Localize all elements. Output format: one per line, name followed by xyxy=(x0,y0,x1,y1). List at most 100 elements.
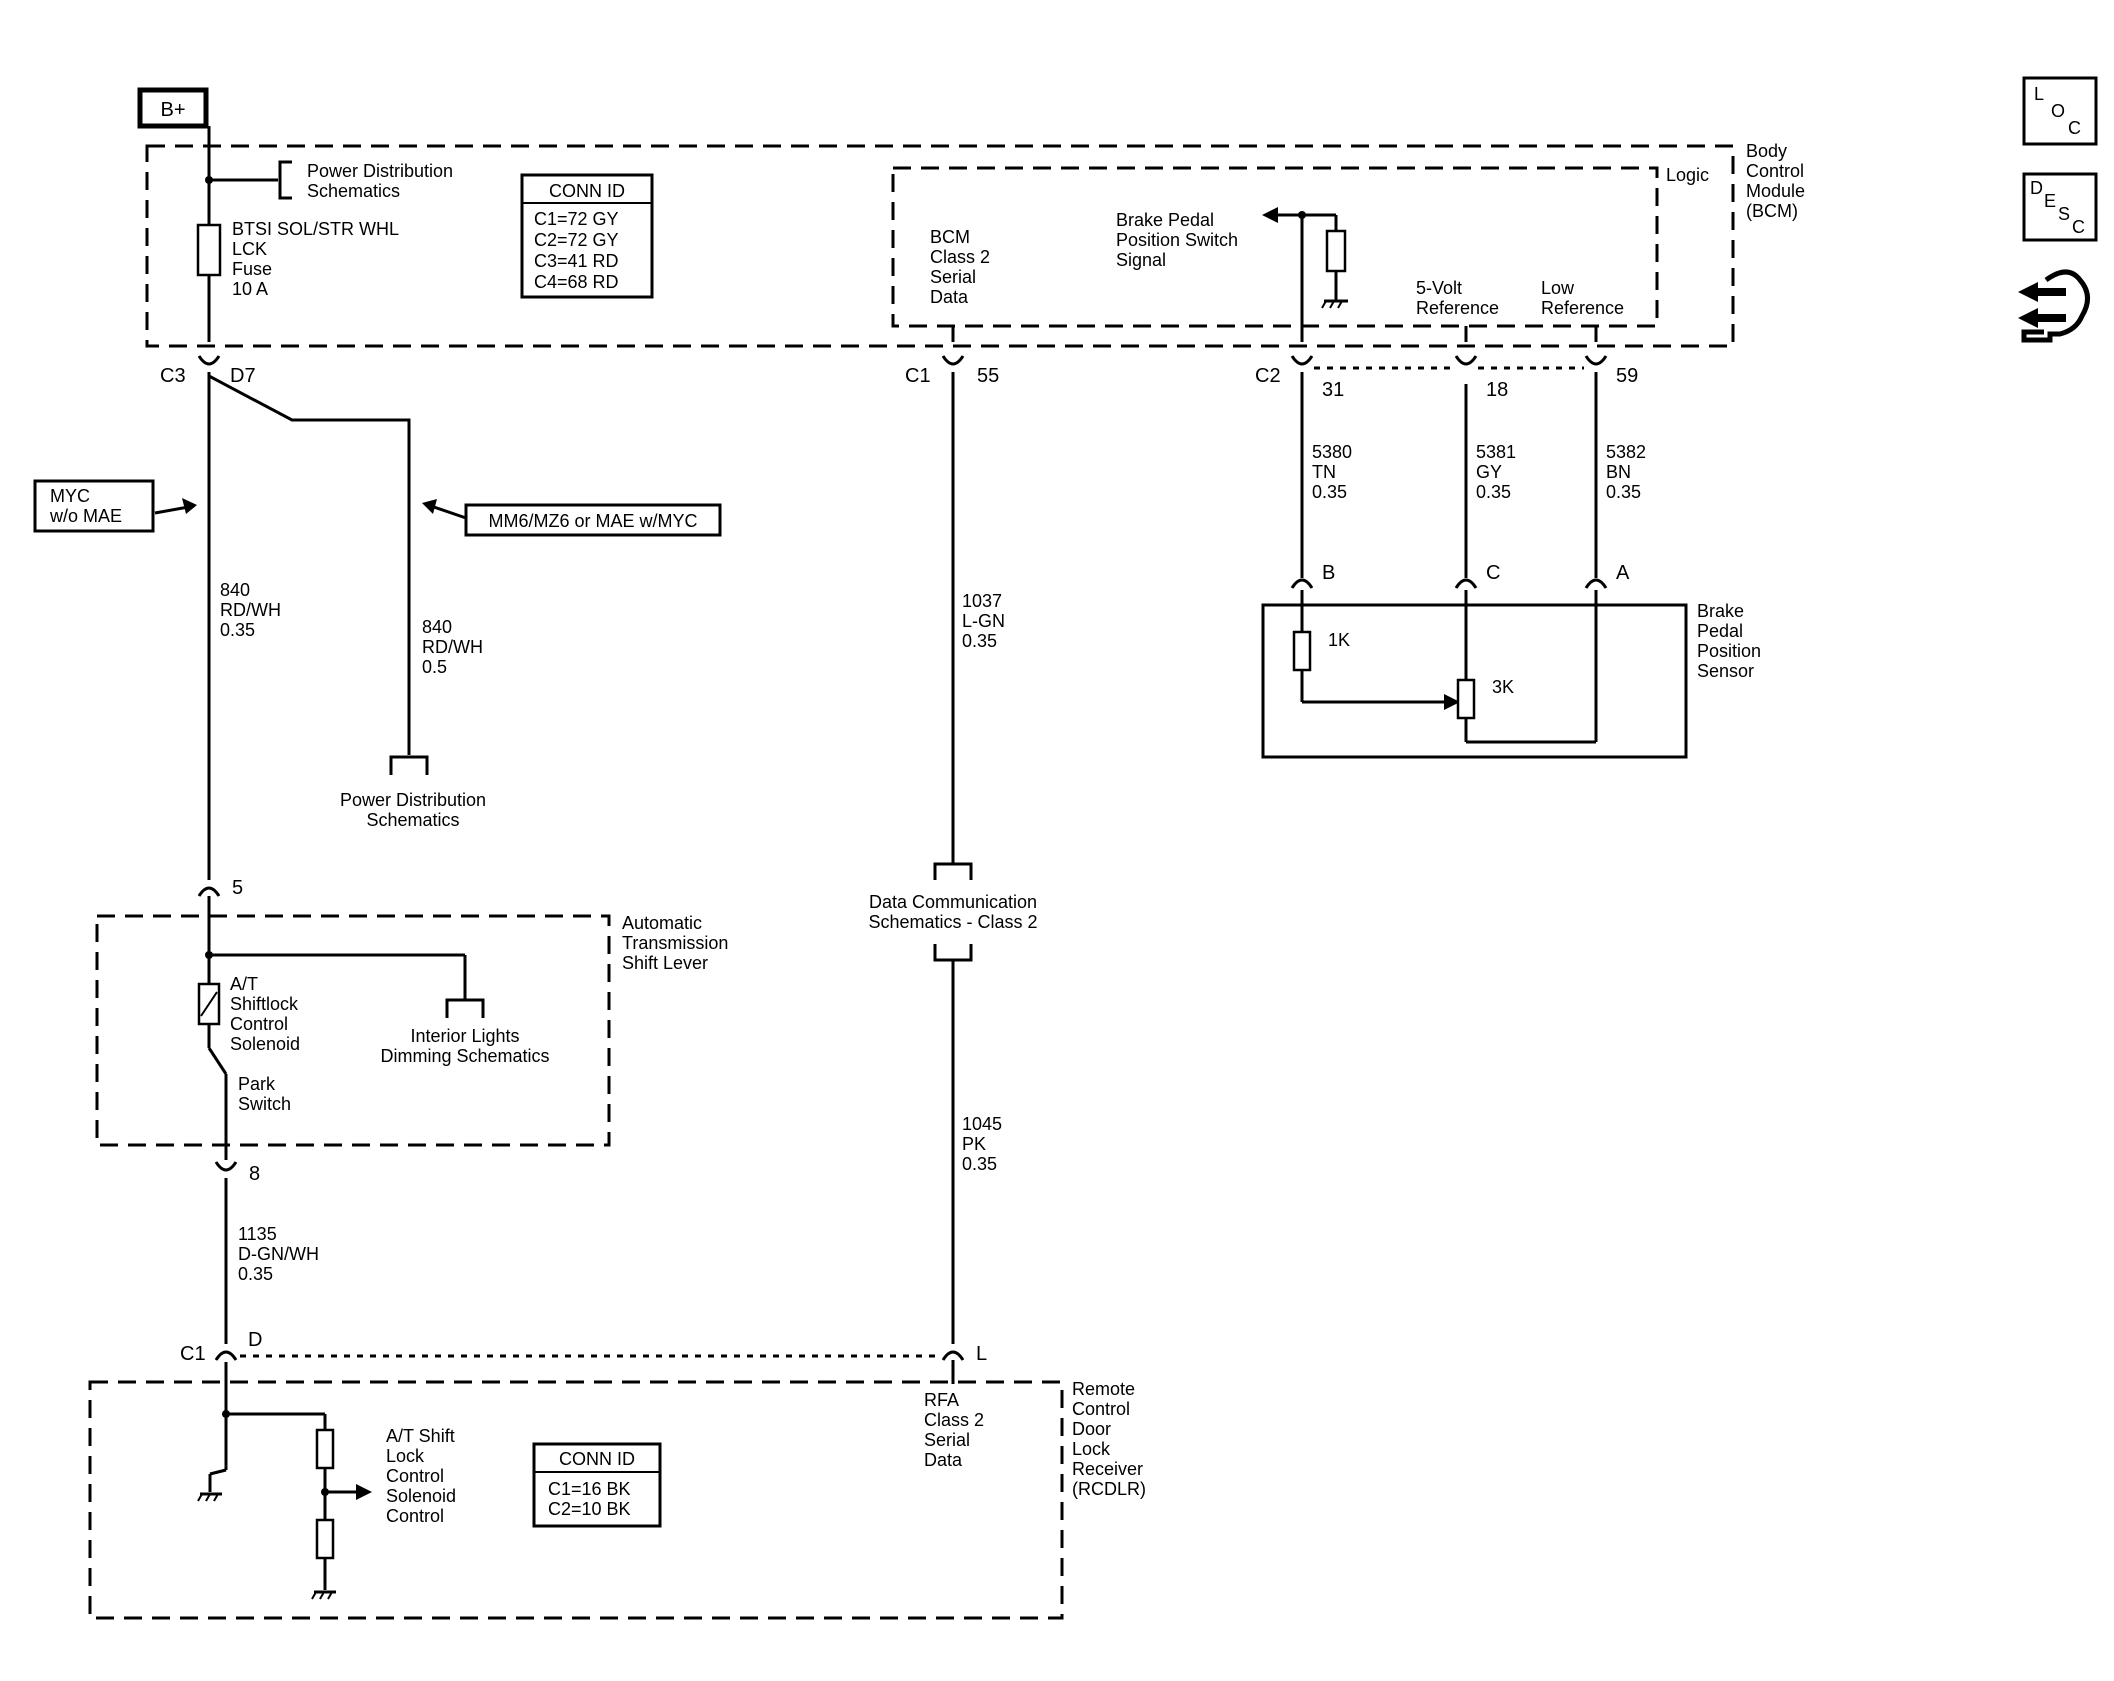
svg-text:L: L xyxy=(976,1343,987,1365)
interior-lights-label: Interior Lights Dimming Schematics xyxy=(380,1026,549,1066)
svg-text:Remote: Remote xyxy=(1072,1379,1135,1399)
svg-text:Reference: Reference xyxy=(1541,298,1624,318)
svg-text:Brake: Brake xyxy=(1697,601,1744,621)
svg-text:1135: 1135 xyxy=(238,1224,277,1244)
svg-text:Control: Control xyxy=(230,1014,288,1034)
svg-text:Sensor: Sensor xyxy=(1697,661,1754,681)
sensor-connectors: B C A xyxy=(1290,562,1630,589)
sensor-resistor-3k xyxy=(1456,678,1476,720)
svg-text:Solenoid: Solenoid xyxy=(230,1034,300,1054)
wire-1045-label: 1045 PK 0.35 xyxy=(962,1114,1002,1174)
svg-text:Body: Body xyxy=(1746,141,1787,161)
svg-text:Fuse: Fuse xyxy=(232,259,272,279)
bcm-conn-id-title: CONN ID xyxy=(549,181,625,201)
svg-text:Low: Low xyxy=(1541,278,1575,298)
wire-1135-label: 1135 D-GN/WH 0.35 xyxy=(238,1224,319,1284)
svg-text:5: 5 xyxy=(232,877,243,899)
myc-option-box xyxy=(33,479,155,533)
svg-text:L-GN: L-GN xyxy=(962,611,1005,631)
battery-box xyxy=(137,87,209,129)
shift-lever-name: Automatic Transmission Shift Lever xyxy=(622,913,728,973)
hand-pointer-icon[interactable] xyxy=(2018,269,2090,343)
wire-840-a-label: 840 RD/WH 0.35 xyxy=(220,580,281,640)
svg-text:Switch: Switch xyxy=(238,1094,291,1114)
wire-1037-label: 1037 L-GN 0.35 xyxy=(962,591,1005,651)
svg-text:840: 840 xyxy=(220,580,250,600)
svg-text:RD/WH: RD/WH xyxy=(422,637,483,657)
svg-text:Serial: Serial xyxy=(930,267,976,287)
pulldown-resistor xyxy=(1325,229,1347,273)
svg-text:D: D xyxy=(2030,178,2043,198)
connector-c1-55: C1 55 xyxy=(905,355,999,387)
bcm-serial-label: BCM Class 2 Serial Data xyxy=(930,227,990,307)
svg-text:C3: C3 xyxy=(160,365,186,387)
connector-5: 5 xyxy=(197,877,243,899)
svg-text:Door: Door xyxy=(1072,1419,1111,1439)
svg-text:S: S xyxy=(2058,204,2070,224)
wire-5381-label: 5381 GY 0.35 xyxy=(1476,442,1516,502)
svg-text:0.5: 0.5 xyxy=(422,657,447,677)
svg-text:C2: C2 xyxy=(1255,365,1281,387)
svg-text:C2=10 BK: C2=10 BK xyxy=(548,1499,631,1519)
svg-text:D: D xyxy=(248,1329,262,1351)
svg-text:0.35: 0.35 xyxy=(962,1154,997,1174)
svg-text:Pedal: Pedal xyxy=(1697,621,1743,641)
wire-840-b-label: 840 RD/WH 0.5 xyxy=(422,617,483,677)
svg-text:Data: Data xyxy=(924,1450,963,1470)
wire-5380-label: 5380 TN 0.35 xyxy=(1312,442,1352,502)
mm6-option-box xyxy=(464,503,722,537)
svg-text:Control: Control xyxy=(1072,1399,1130,1419)
svg-text:L: L xyxy=(2034,84,2044,104)
sensor-r2-label: 3K xyxy=(1492,677,1514,697)
svg-text:Dimming Schematics: Dimming Schematics xyxy=(380,1046,549,1066)
svg-text:C1=16 BK: C1=16 BK xyxy=(548,1479,631,1499)
rcdlr-box xyxy=(88,1380,1064,1620)
rcdlr-conn-id-box xyxy=(532,1442,662,1528)
svg-text:0.35: 0.35 xyxy=(962,631,997,651)
svg-text:C1: C1 xyxy=(180,1343,206,1365)
five-volt-label: 5-Volt Reference xyxy=(1416,278,1499,318)
svg-text:BTSI SOL/STR WHL: BTSI SOL/STR WHL xyxy=(232,219,399,239)
solenoid-label: A/T Shiftlock Control Solenoid xyxy=(230,974,300,1054)
svg-text:C3=41 RD: C3=41 RD xyxy=(534,251,619,271)
shift-control-label: A/T Shift Lock Control Solenoid Control xyxy=(386,1426,456,1526)
power-dist-bottom-label: Power Distribution Schematics xyxy=(340,790,486,830)
svg-text:Receiver: Receiver xyxy=(1072,1459,1143,1479)
svg-text:GY: GY xyxy=(1476,462,1502,482)
svg-text:Shiftlock: Shiftlock xyxy=(230,994,299,1014)
loc-icon[interactable]: L O C xyxy=(2022,76,2098,146)
rfa-serial-label: RFA Class 2 Serial Data xyxy=(924,1390,984,1470)
svg-text:Automatic: Automatic xyxy=(622,913,702,933)
logic-box xyxy=(891,166,1659,328)
svg-text:Class 2: Class 2 xyxy=(930,247,990,267)
svg-text:A/T: A/T xyxy=(230,974,258,994)
svg-text:Reference: Reference xyxy=(1416,298,1499,318)
svg-text:Power Distribution: Power Distribution xyxy=(340,790,486,810)
svg-text:C: C xyxy=(2068,118,2081,138)
svg-text:Shift Lever: Shift Lever xyxy=(622,953,708,973)
svg-text:0.35: 0.35 xyxy=(1312,482,1347,502)
svg-text:BN: BN xyxy=(1606,462,1631,482)
svg-text:Schematics: Schematics xyxy=(366,810,459,830)
svg-text:Park: Park xyxy=(238,1074,276,1094)
svg-text:(BCM): (BCM) xyxy=(1746,201,1798,221)
svg-text:1037: 1037 xyxy=(962,591,1002,611)
desc-icon[interactable]: D E S C xyxy=(2022,172,2098,242)
shift-lever-box xyxy=(95,914,611,1147)
svg-text:Lock: Lock xyxy=(1072,1439,1111,1459)
bcm-box xyxy=(145,144,1735,348)
svg-text:E: E xyxy=(2044,191,2056,211)
bcm-conn-id-list: C1=72 GY C2=72 GY C3=41 RD C4=68 RD xyxy=(534,209,619,292)
svg-text:0.35: 0.35 xyxy=(220,620,255,640)
svg-text:0.35: 0.35 xyxy=(1606,482,1641,502)
svg-text:D-GN/WH: D-GN/WH xyxy=(238,1244,319,1264)
svg-text:Data Communication: Data Communication xyxy=(869,892,1037,912)
svg-text:10 A: 10 A xyxy=(232,279,268,299)
svg-text:Position Switch: Position Switch xyxy=(1116,230,1238,250)
myc-option-label: MYC w/o MAE xyxy=(49,486,122,526)
svg-text:PK: PK xyxy=(962,1134,986,1154)
mm6-option-label: MM6/MZ6 or MAE w/MYC xyxy=(488,511,697,531)
svg-text:C: C xyxy=(2072,217,2085,237)
svg-text:C4=68 RD: C4=68 RD xyxy=(534,272,619,292)
svg-text:Control: Control xyxy=(386,1466,444,1486)
